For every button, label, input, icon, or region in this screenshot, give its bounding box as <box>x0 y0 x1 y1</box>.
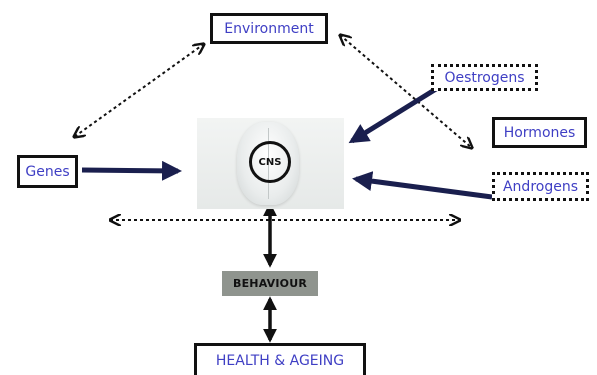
environment-label: Environment <box>224 20 314 37</box>
node-oestrogens: Oestrogens <box>431 64 538 91</box>
hormones-label: Hormones <box>503 124 576 141</box>
link-environment-hormones <box>340 35 472 148</box>
oestrogens-label: Oestrogens <box>444 69 525 86</box>
health-ageing-label: HEALTH & AGEING <box>215 352 345 369</box>
androgens-label: Androgens <box>502 178 579 195</box>
arrow-androgens-cns <box>352 171 493 200</box>
node-cns: CNS <box>249 141 291 183</box>
node-androgens: Androgens <box>492 172 589 201</box>
arrow-oestrogens-cns <box>348 86 438 144</box>
cns-panel: CNS <box>197 118 344 209</box>
node-hormones: Hormones <box>492 117 587 148</box>
link-environment-genes <box>74 44 204 137</box>
node-behaviour: BEHAVIOUR <box>222 271 318 296</box>
genes-label: Genes <box>25 163 70 180</box>
node-environment: Environment <box>210 13 328 44</box>
cns-label: CNS <box>258 156 282 168</box>
node-health-ageing: HEALTH & AGEING <box>194 343 366 375</box>
node-genes: Genes <box>17 155 78 188</box>
behaviour-label: BEHAVIOUR <box>232 277 308 290</box>
arrow-genes-cns <box>81 160 182 181</box>
